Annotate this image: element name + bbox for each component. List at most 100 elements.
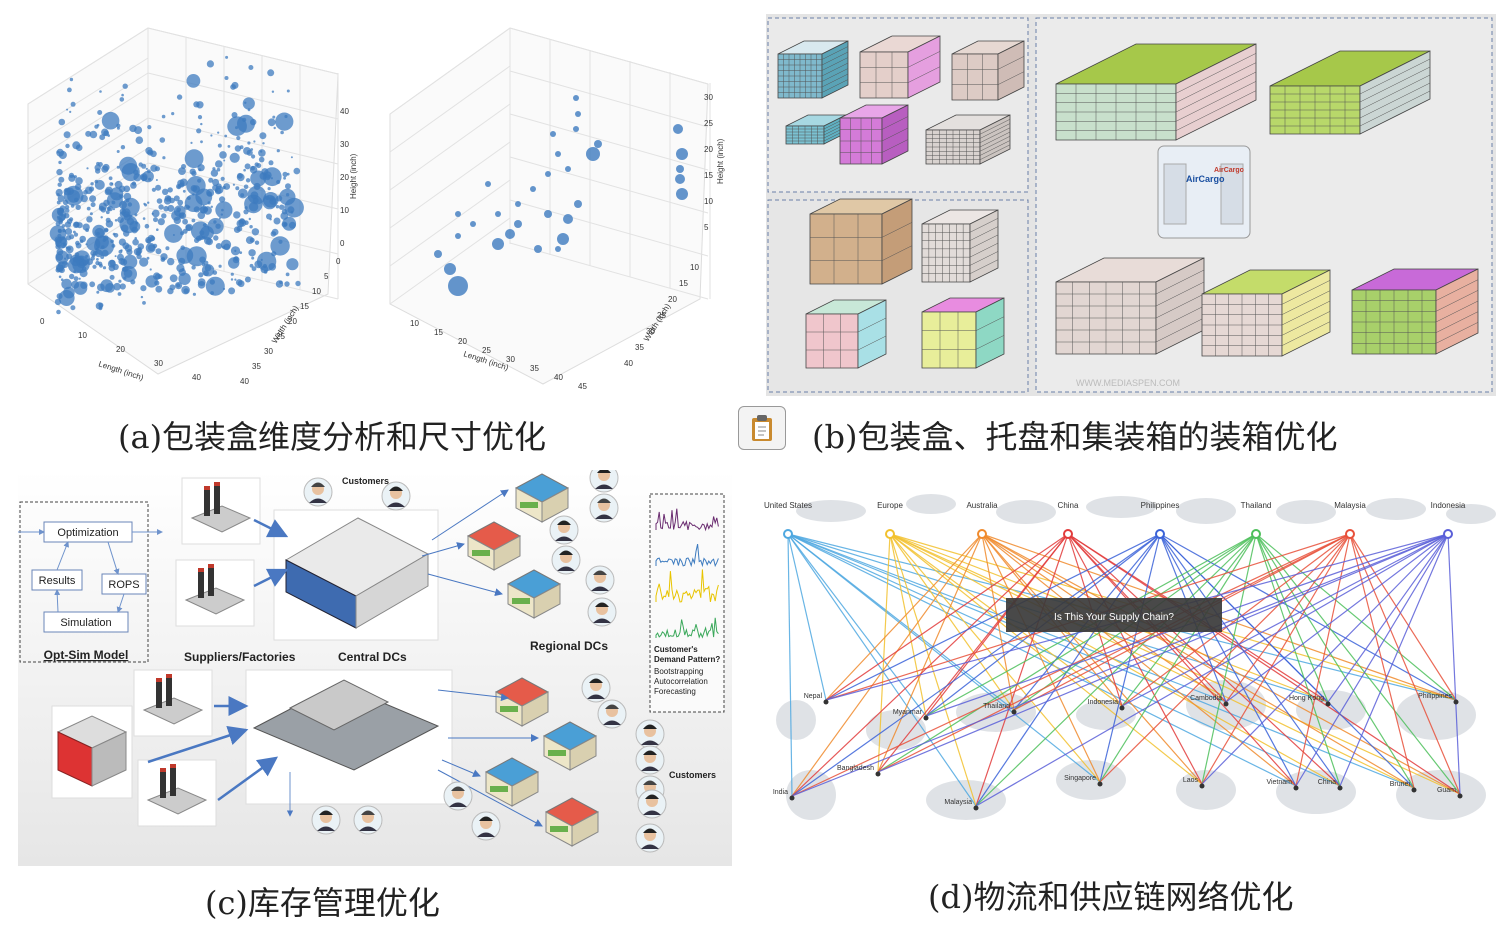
data-point (101, 111, 120, 130)
data-point (119, 283, 126, 290)
width-left-tick: 15 (300, 302, 309, 311)
destination-label: Guam (1437, 787, 1456, 794)
data-point (61, 224, 66, 228)
data-point (71, 280, 80, 289)
data-point (191, 265, 196, 270)
data-point (99, 90, 102, 93)
data-point (273, 217, 281, 225)
clipboard-icon[interactable] (738, 406, 786, 450)
data-point (233, 211, 241, 219)
data-point (58, 176, 65, 183)
data-point (65, 246, 68, 249)
data-point (287, 206, 295, 214)
data-point (123, 254, 138, 269)
data-point (57, 228, 62, 233)
data-point (227, 145, 231, 148)
data-point (69, 77, 74, 82)
caption-b: (b)包装盒、托盘和集装箱的装箱优化 (812, 418, 1338, 456)
supply-route (1447, 533, 1461, 795)
data-point (271, 90, 275, 93)
data-point (262, 142, 265, 145)
data-point (201, 264, 215, 277)
data-point (275, 280, 284, 288)
data-point (89, 281, 96, 288)
data-point (105, 228, 109, 232)
data-point (89, 195, 97, 203)
data-point (228, 287, 236, 295)
data-point (147, 125, 152, 130)
data-point (156, 198, 163, 204)
data-point (181, 268, 185, 271)
data-point (152, 209, 160, 218)
data-point (82, 266, 87, 271)
data-point (134, 126, 143, 135)
data-point (673, 124, 683, 134)
data-point (210, 134, 213, 137)
customer-avatar (311, 805, 341, 835)
regional-dc-5 (542, 721, 598, 771)
data-point (243, 209, 249, 215)
demand-sparkline (655, 569, 719, 603)
data-point (75, 177, 83, 185)
flow-arrow (253, 518, 289, 538)
data-point (118, 279, 122, 283)
data-point (107, 205, 113, 212)
supply-route (1255, 533, 1329, 703)
destination-node (1325, 701, 1331, 707)
data-point (140, 285, 147, 292)
data-point (241, 222, 245, 225)
data-point (676, 165, 684, 173)
data-point (89, 130, 98, 139)
data-point (171, 210, 182, 221)
data-point (676, 188, 688, 200)
customer-avatar (303, 477, 333, 507)
data-point (171, 112, 175, 116)
width-right-tick: 10 (690, 263, 699, 272)
data-point (100, 216, 103, 219)
data-point (64, 208, 70, 213)
data-point (210, 205, 213, 208)
data-point (247, 141, 251, 145)
customer-avatar (581, 673, 611, 703)
data-point (270, 177, 273, 180)
data-point (73, 232, 79, 237)
data-point (111, 244, 116, 248)
data-point (182, 189, 186, 193)
supply-route (825, 533, 1069, 701)
data-point (293, 167, 301, 175)
data-point (66, 187, 74, 195)
data-point (124, 244, 133, 252)
data-point (563, 214, 573, 224)
destination-label: Brunei (1390, 781, 1411, 788)
data-point (109, 274, 115, 280)
length-left-tick: 30 (154, 359, 163, 368)
data-point (165, 246, 170, 251)
data-point (247, 108, 251, 112)
data-point (276, 179, 281, 185)
data-point (492, 238, 504, 250)
data-point (218, 264, 222, 268)
data-point (275, 112, 294, 131)
data-point (249, 263, 254, 268)
data-point (58, 160, 62, 165)
source-label: China (1058, 501, 1079, 510)
supply-route (825, 533, 1161, 701)
data-point (112, 208, 115, 211)
data-point (198, 272, 204, 278)
data-point (150, 164, 158, 172)
data-point (271, 228, 279, 236)
map-landmass (786, 770, 836, 820)
data-point (534, 245, 542, 253)
data-point (215, 223, 221, 229)
data-point (259, 132, 267, 140)
width-left-tick: 10 (312, 287, 321, 296)
data-point (120, 224, 129, 233)
data-point (180, 245, 185, 250)
data-point (272, 115, 276, 119)
width-right-tick: 35 (635, 343, 644, 352)
data-point (122, 83, 128, 89)
rops-box: ROPS (108, 579, 139, 591)
data-point (286, 258, 299, 271)
data-point (96, 123, 100, 127)
data-point (550, 131, 556, 137)
